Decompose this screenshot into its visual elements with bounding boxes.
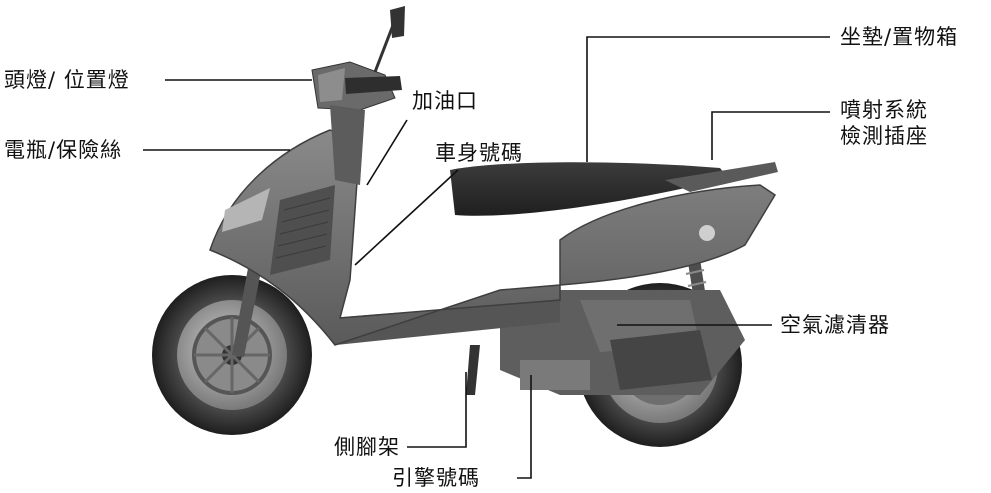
- battery-fuse-label: 電瓶/保險絲: [4, 138, 123, 162]
- side-stand: [466, 345, 480, 395]
- air-filter-label: 空氣濾清器: [780, 313, 890, 337]
- tail-reflector: [699, 225, 715, 241]
- muffler: [610, 330, 712, 390]
- side-stand-label: 側腳架: [334, 435, 400, 459]
- floorboard: [330, 300, 560, 345]
- seat: [450, 162, 728, 216]
- rear-rack: [665, 162, 778, 192]
- leader-lines: [143, 36, 830, 479]
- headlight: [318, 68, 345, 102]
- injection-port-label-line1: 噴射系統: [840, 98, 928, 122]
- handlebar: [345, 76, 402, 94]
- front-panel-grille: [270, 185, 335, 275]
- fuel-cap-label: 加油口: [412, 89, 478, 113]
- side-reflector: [222, 188, 270, 232]
- engine-number-label: 引擎號碼: [392, 466, 480, 490]
- seat-storage-label: 坐墊/置物箱: [840, 25, 959, 49]
- steering-column: [330, 105, 365, 185]
- headlight-label: 頭燈/ 位置燈: [4, 68, 130, 92]
- mirror: [390, 6, 405, 38]
- injection-port-label-line2: 檢測插座: [840, 124, 928, 148]
- scooter-body: [209, 129, 777, 346]
- frame-number-label: 車身號碼: [435, 141, 523, 165]
